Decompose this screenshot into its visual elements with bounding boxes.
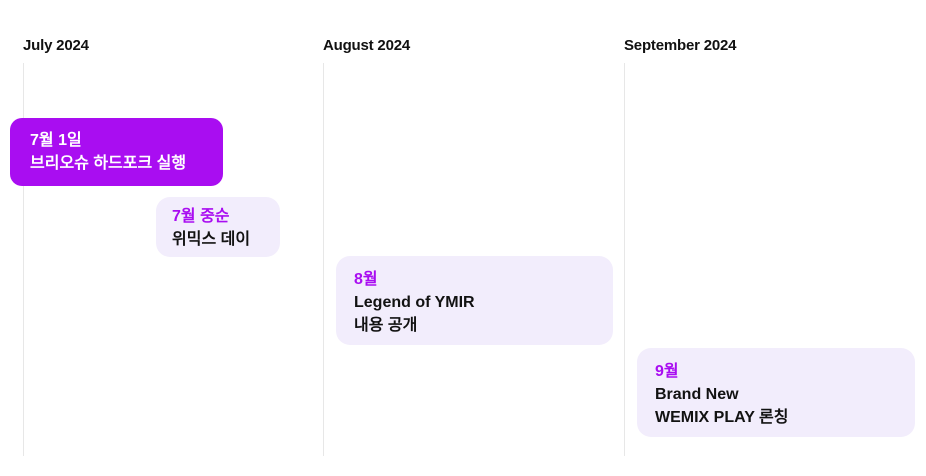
event-title: Brand New	[655, 386, 739, 403]
month-gridline-july	[23, 63, 24, 456]
event-title: Legend of YMIR	[354, 294, 475, 311]
event-card-wemix-day: 7월 중순 위믹스 데이	[156, 197, 280, 257]
month-header-september: September 2024	[624, 37, 737, 54]
event-card-wemix-play: 9월 Brand New WEMIX PLAY 론칭	[637, 348, 915, 437]
event-date: 7월 1일	[30, 132, 82, 149]
event-subtitle: WEMIX PLAY 론칭	[655, 409, 789, 426]
event-date: 8월	[354, 271, 378, 288]
event-title: 브리오슈 하드포크 실행	[30, 155, 187, 172]
event-date: 7월 중순	[172, 208, 230, 225]
month-gridline-september	[624, 63, 625, 456]
month-gridline-august	[323, 63, 324, 456]
event-card-hardfork: 7월 1일 브리오슈 하드포크 실행	[10, 118, 223, 186]
event-card-legend-of-ymir: 8월 Legend of YMIR 내용 공개	[336, 256, 613, 345]
month-header-july: July 2024	[23, 37, 89, 54]
event-subtitle: 내용 공개	[354, 317, 418, 334]
event-date: 9월	[655, 363, 679, 380]
month-header-august: August 2024	[323, 37, 410, 54]
event-title: 위믹스 데이	[172, 231, 251, 248]
